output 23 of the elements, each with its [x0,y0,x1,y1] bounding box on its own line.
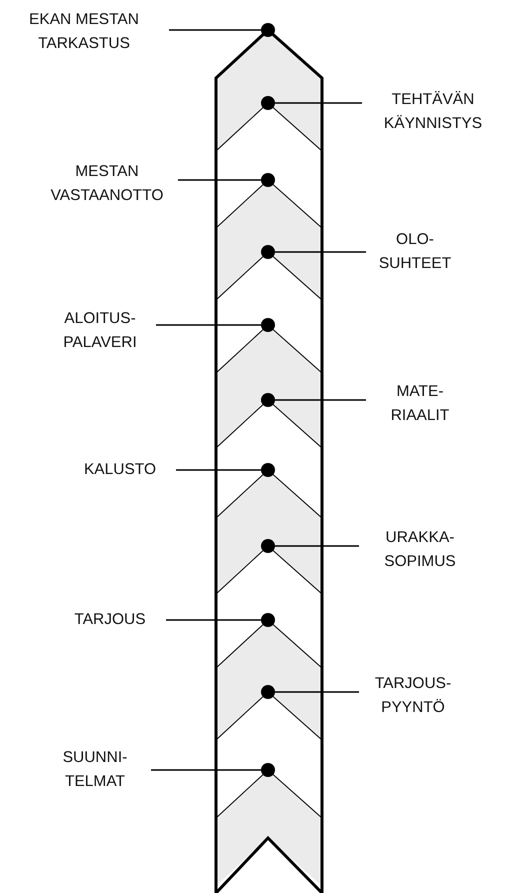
step-label: EKAN MESTAN TARKASTUS [5,8,163,56]
leader-line [275,545,359,547]
leader-line [275,399,366,401]
leader-line [176,469,261,471]
leader-line [275,251,366,253]
step-label: MESTAN VASTAANOTTO [42,160,172,208]
leader-line [275,691,359,693]
step-label: ALOITUS- PALAVERI [50,307,150,355]
step-label: SUUNNI- TELMAT [45,746,145,794]
leader-line [166,619,261,621]
leader-line [151,769,261,771]
step-label: KALUSTO [70,458,170,482]
leader-line [169,29,261,31]
step-label: MATE- RIAALIT [372,380,468,428]
leader-line [275,102,362,104]
step-label: URAKKA- SOPIMUS [365,526,475,574]
leader-line [156,324,261,326]
step-label: OLO- SUHTEET [372,228,458,276]
milestone-dot [261,23,275,37]
step-label: TEHTÄVÄN KÄYNNISTYS [368,88,498,136]
leader-line [178,179,261,181]
step-label: TARJOUS- PYYNTÖ [365,672,461,720]
step-label: TARJOUS [60,608,160,632]
